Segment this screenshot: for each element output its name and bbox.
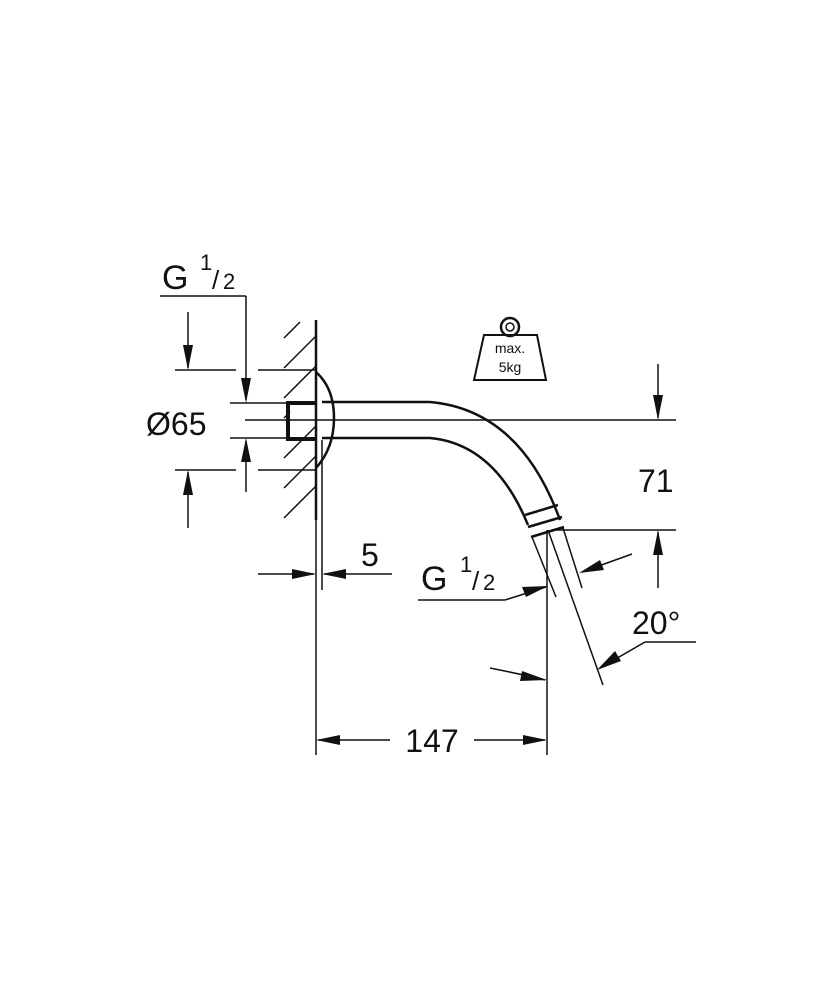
inlet-fitting bbox=[286, 401, 316, 441]
dimension-drop-height: 71 bbox=[556, 364, 676, 588]
weight-value-label: 5kg bbox=[499, 359, 522, 375]
dimension-outlet-thread: G 1 / 2 bbox=[418, 552, 633, 601]
svg-text:/: / bbox=[472, 566, 480, 596]
projection-label: 147 bbox=[405, 723, 458, 759]
weight-max-label: max. bbox=[495, 340, 525, 356]
inlet-thread-prefix: G bbox=[162, 259, 188, 297]
wall-flange bbox=[315, 371, 336, 469]
outlet-thread-prefix: G bbox=[421, 560, 447, 598]
dimension-flange-diameter: Ø65 bbox=[146, 312, 316, 528]
dimension-projection: 147 bbox=[316, 530, 548, 759]
outlet-thread-numerator: 1 bbox=[460, 552, 472, 577]
outlet-thread-denominator: 2 bbox=[483, 570, 495, 595]
svg-text:/: / bbox=[212, 265, 220, 295]
inlet-thread-denominator: 2 bbox=[223, 269, 235, 294]
dimension-outlet-angle: 20° bbox=[489, 605, 696, 681]
outlet-angle-label: 20° bbox=[632, 605, 680, 641]
flange-gap-label: 5 bbox=[361, 537, 379, 573]
weight-icon: max. 5kg bbox=[472, 316, 548, 381]
dimension-inlet-thread: G 1 / 2 bbox=[160, 250, 290, 492]
inlet-thread-numerator: 1 bbox=[200, 250, 212, 275]
drop-height-label: 71 bbox=[638, 463, 674, 499]
dimension-flange-gap: 5 bbox=[258, 440, 392, 755]
flange-diameter-label: Ø65 bbox=[146, 406, 206, 442]
